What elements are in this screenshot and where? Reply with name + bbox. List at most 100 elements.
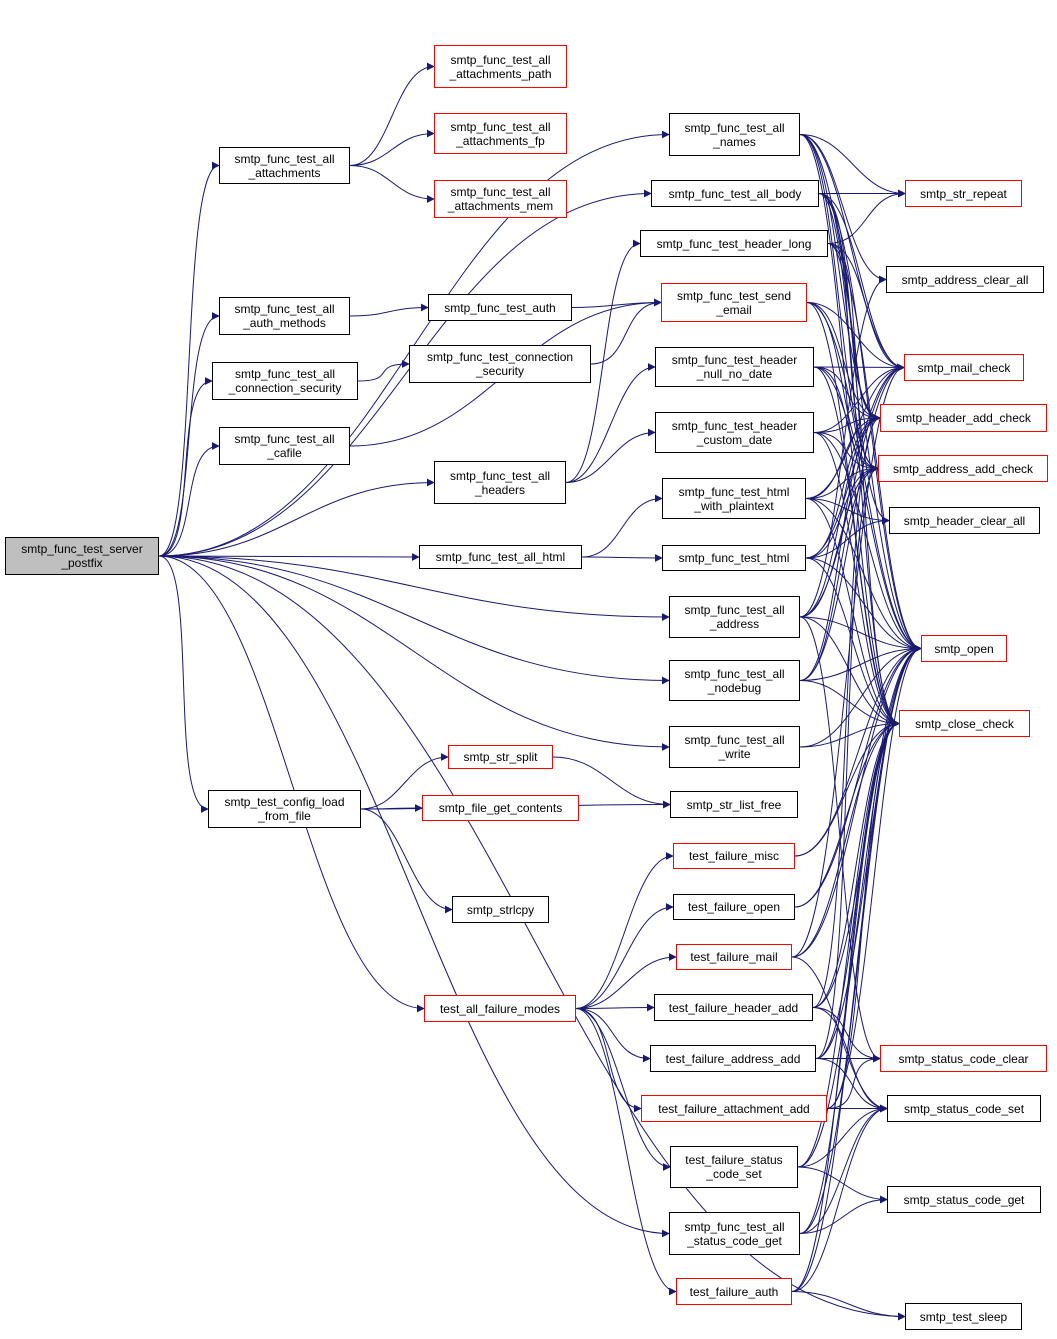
call-edge-all_failure-to-f_misc	[575, 852, 674, 1009]
graph-node-t-write[interactable]: smtp_func_test_all _write	[669, 726, 800, 768]
graph-node-str-list-free[interactable]: smtp_str_list_free	[670, 791, 798, 818]
graph-node-html-plain[interactable]: smtp_func_test_html _with_plaintext	[662, 478, 806, 519]
graph-node-addr-clear-all[interactable]: smtp_address_clear_all	[886, 266, 1044, 293]
graph-node-label: smtp_func_test_all _nodebug	[684, 666, 785, 695]
call-edge-root-to-t_auth_methods	[158, 312, 220, 557]
graph-node-label: smtp_open	[934, 641, 994, 656]
graph-node-label: test_failure_header_add	[668, 1000, 799, 1015]
graph-node-f-header-add[interactable]: test_failure_header_add	[654, 994, 813, 1021]
graph-node-label: smtp_func_test_all_body	[668, 186, 802, 201]
call-edge-f_auth-to-close_check	[791, 719, 900, 1292]
call-edge-t_nodebug-to-open	[799, 644, 922, 681]
graph-node-t-status-get[interactable]: smtp_func_test_all _status_code_get	[669, 1212, 800, 1255]
graph-node-t-nodebug[interactable]: smtp_func_test_all _nodebug	[669, 660, 800, 701]
graph-node-label: smtp_func_test_all _headers	[449, 468, 551, 497]
call-edge-hdr_long-to-str_repeat	[827, 189, 906, 244]
call-edge-root-to-all_failure	[158, 555, 425, 1013]
graph-node-sc-set[interactable]: smtp_status_code_set	[887, 1095, 1041, 1122]
graph-node-label: smtp_func_test_connection _security	[426, 350, 574, 378]
graph-node-label: smtp_close_check	[915, 716, 1014, 731]
graph-node-strlcpy[interactable]: smtp_strlcpy	[452, 896, 549, 923]
call-edge-f_open-to-close_check	[794, 719, 900, 908]
call-edge-all_failure-to-f_auth	[575, 1008, 677, 1296]
call-edge-t_attachments-to-att_mem	[349, 165, 435, 203]
graph-node-config-load[interactable]: smtp_test_config_load _from_file	[208, 790, 361, 828]
graph-node-att-path[interactable]: smtp_func_test_all _attachments_path	[434, 45, 567, 88]
call-edge-t_auth_methods-to-t_auth	[349, 303, 429, 317]
call-edge-html-to-open	[805, 557, 922, 653]
graph-node-label: smtp_func_test_auth	[444, 300, 556, 315]
call-edge-f_mail-to-mail_check	[791, 363, 905, 958]
graph-node-sc-get[interactable]: smtp_status_code_get	[887, 1186, 1041, 1213]
graph-node-t-conn-sec[interactable]: smtp_func_test_all _connection_security	[212, 362, 358, 400]
graph-node-label: smtp_test_sleep	[919, 1309, 1008, 1324]
call-edge-root-to-t_conn_sec	[158, 377, 213, 557]
graph-node-label: smtp_func_test_all _cafile	[234, 432, 335, 460]
graph-node-file-get[interactable]: smtp_file_get_contents	[422, 795, 579, 821]
call-edge-t_headers-to-hdr_null	[565, 363, 656, 483]
graph-node-f-attach-add[interactable]: test_failure_attachment_add	[641, 1095, 827, 1122]
graph-node-att-fp[interactable]: smtp_func_test_all _attachments_fp	[434, 113, 567, 154]
graph-node-label: smtp_func_test_all _attachments_fp	[450, 119, 551, 148]
graph-node-f-open[interactable]: test_failure_open	[673, 894, 795, 920]
graph-node-hdr-long[interactable]: smtp_func_test_header_long	[640, 230, 828, 257]
call-edge-hdr_custom-to-open	[813, 432, 922, 653]
graph-node-addr-add-check[interactable]: smtp_address_add_check	[878, 455, 1048, 482]
graph-node-f-auth[interactable]: test_failure_auth	[676, 1278, 792, 1305]
graph-node-att-mem[interactable]: smtp_func_test_all _attachments_mem	[434, 180, 567, 218]
call-edge-config_load-to-str_split	[360, 753, 449, 810]
graph-node-t-html[interactable]: smtp_func_test_all_html	[419, 545, 582, 569]
graph-node-open[interactable]: smtp_open	[921, 635, 1007, 662]
graph-node-f-mail[interactable]: test_failure_mail	[676, 944, 792, 970]
call-edge-send_email-to-close_check	[806, 302, 900, 728]
graph-node-all-failure[interactable]: test_all_failure_modes	[424, 995, 576, 1022]
graph-node-f-misc[interactable]: test_failure_misc	[673, 843, 795, 869]
graph-node-hdr-custom[interactable]: smtp_func_test_header _custom_date	[655, 412, 814, 453]
graph-node-t-cafile[interactable]: smtp_func_test_all _cafile	[219, 427, 350, 465]
graph-node-label: smtp_func_test_all _attachments_mem	[447, 185, 554, 213]
graph-node-send-email[interactable]: smtp_func_test_send _email	[661, 283, 807, 322]
graph-node-t-auth[interactable]: smtp_func_test_auth	[428, 294, 572, 321]
graph-node-label: smtp_header_clear_all	[903, 513, 1026, 528]
graph-node-mail-check[interactable]: smtp_mail_check	[904, 354, 1024, 381]
call-edge-conn_sec-to-send_email	[590, 298, 662, 365]
graph-node-conn-sec[interactable]: smtp_func_test_connection _security	[409, 345, 591, 383]
call-edge-t_headers-to-hdr_long	[565, 239, 641, 483]
graph-node-label: smtp_func_test_header _null_no_date	[671, 353, 798, 381]
call-edge-config_load-to-strlcpy	[360, 808, 453, 914]
call-edge-html-to-hdr_clear_all	[805, 516, 890, 559]
graph-node-close-check[interactable]: smtp_close_check	[899, 710, 1030, 737]
graph-node-label: test_failure_open	[687, 900, 781, 914]
graph-node-t-attachments[interactable]: smtp_func_test_all _attachments	[219, 147, 350, 184]
graph-node-t-headers[interactable]: smtp_func_test_all _headers	[434, 461, 566, 504]
call-edge-f_header_add-to-close_check	[812, 719, 900, 1008]
graph-node-html[interactable]: smtp_func_test_html	[662, 545, 806, 571]
call-edge-root-to-t_status_get	[158, 555, 670, 1238]
graph-node-label: smtp_file_get_contents	[438, 801, 563, 815]
call-edge-html_plain-to-addr_add_check	[805, 464, 879, 499]
graph-node-str-repeat[interactable]: smtp_str_repeat	[905, 180, 1022, 207]
graph-node-hdr-null[interactable]: smtp_func_test_header _null_no_date	[655, 347, 814, 387]
graph-node-hdr-clear-all[interactable]: smtp_header_clear_all	[889, 507, 1040, 534]
graph-node-f-status-set[interactable]: test_failure_status _code_set	[670, 1146, 798, 1188]
graph-node-hdr-add-check[interactable]: smtp_header_add_check	[880, 404, 1047, 432]
graph-node-label: smtp_func_test_header_long	[656, 236, 812, 251]
graph-node-label: smtp_func_test_html	[678, 551, 790, 565]
graph-node-t-auth-methods[interactable]: smtp_func_test_all _auth_methods	[219, 297, 350, 335]
graph-node-str-split[interactable]: smtp_str_split	[448, 745, 553, 769]
call-edge-hdr_long-to-hdr_add_check	[827, 243, 881, 422]
graph-node-sleep[interactable]: smtp_test_sleep	[905, 1303, 1022, 1330]
call-edge-t_status_get-to-sc_get	[799, 1195, 888, 1234]
graph-node-t-body[interactable]: smtp_func_test_all_body	[651, 180, 819, 207]
graph-node-t-names[interactable]: smtp_func_test_all _names	[669, 113, 800, 156]
graph-node-label: smtp_func_test_all _status_code_get	[684, 1219, 785, 1248]
graph-node-sc-clear[interactable]: smtp_status_code_clear	[880, 1045, 1047, 1072]
call-edge-hdr_long-to-close_check	[827, 243, 900, 728]
graph-node-t-address[interactable]: smtp_func_test_all _address	[669, 596, 800, 638]
call-edge-t_conn_sec-to-conn_sec	[357, 360, 410, 382]
graph-node-f-address-add[interactable]: test_failure_address_add	[650, 1045, 816, 1072]
call-edge-t_attachments-to-att_fp	[349, 129, 435, 166]
graph-node-label: smtp_func_test_header _custom_date	[671, 418, 798, 447]
call-edge-t_status_get-to-sc_set	[799, 1104, 888, 1234]
call-edge-t_names-to-addr_clear_all	[799, 134, 887, 284]
